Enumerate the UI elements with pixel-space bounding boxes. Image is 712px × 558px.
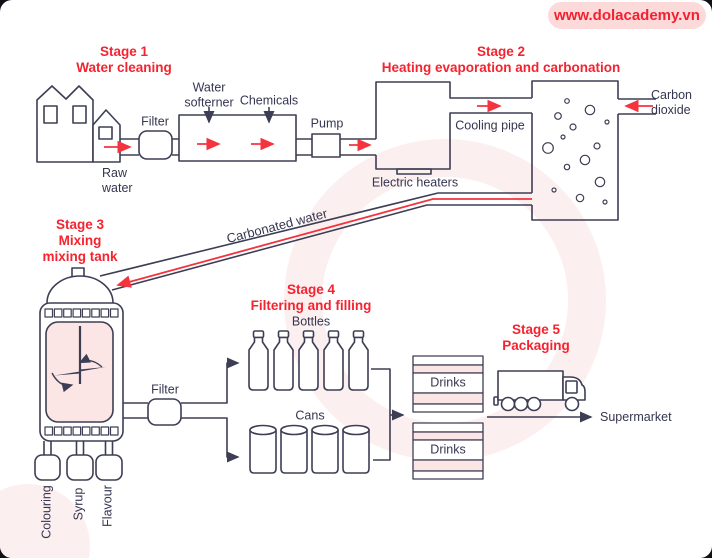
pump-label: Pump [310,116,344,131]
website-url: www.dolacademy.vn [554,7,700,24]
electric-heaters-label: Electric heaters [371,175,459,190]
drinks-bottom-label: Drinks [430,442,466,457]
raw-water-label: Raw water [102,166,133,195]
filling-converge-pipes [371,368,405,461]
stage5-title: Stage 5 Packaging [502,322,570,353]
pump-unit [311,133,341,158]
website-badge: www.dolacademy.vn [548,2,706,29]
colouring-label: Colouring [39,485,54,539]
bottles-group [248,330,369,391]
house-icon [36,85,121,163]
carbonated-water-pipe [99,192,532,291]
stirrer-icon [51,326,106,393]
colouring-jar [34,454,61,481]
cans-label: Cans [295,408,325,423]
co2-bubbles [542,98,610,205]
stage4-title: Stage 4 Filtering and filling [250,282,372,313]
chemicals-label: Chemicals [239,93,299,108]
filter1-label: Filter [141,114,169,129]
mixing-tank [34,267,124,481]
syrup-jar [66,454,94,481]
heater-vessel [375,81,532,175]
filter2-label: Filter [151,382,179,397]
drinks-crate-top [412,355,484,413]
stage3-title: Stage 3 Mixing mixing tank [42,217,118,264]
cans-group [249,424,370,474]
stage1-title: Stage 1 Water cleaning [76,44,172,75]
stage4-pipes [123,357,240,463]
syrup-label: Syrup [71,487,86,521]
drinks-top-label: Drinks [430,375,466,390]
bottles-label: Bottles [291,314,331,329]
flavour-label: Flavour [100,485,115,527]
filter1-unit [138,130,173,160]
truck-icon [493,370,586,412]
carbonation-tank [531,80,656,221]
cooling-pipe-label: Cooling pipe [455,118,525,133]
flavour-jar [95,454,123,481]
softener-chemicals-box [178,114,297,162]
flow-arrows [104,99,653,288]
water-softener-label: Water softerner [184,80,234,109]
supermarket-label: Supermarket [600,410,672,424]
carbon-dioxide-label: Carbon dioxide [651,88,692,117]
stage2-title: Stage 2 Heating evaporation and carbonat… [381,44,621,75]
filter2-unit [147,398,182,426]
drinks-crate-bottom [412,422,484,480]
